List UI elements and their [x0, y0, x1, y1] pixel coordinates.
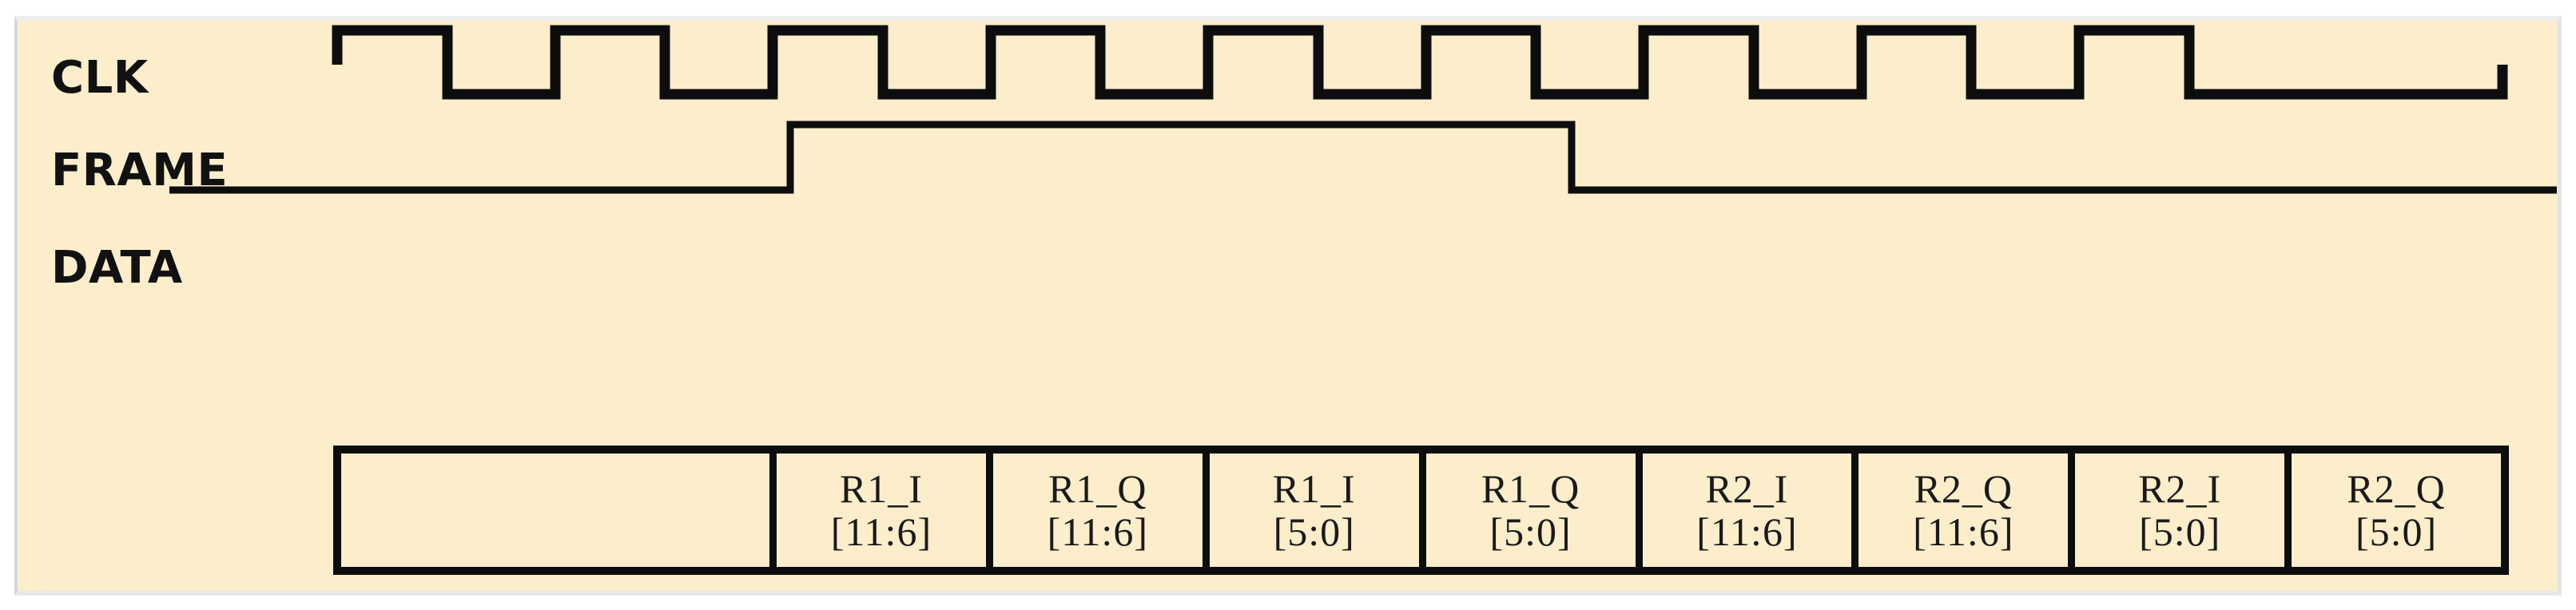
data-cell-bit-range: [5:0] [1489, 509, 1572, 554]
signal-label-data: DATA [51, 242, 183, 294]
clk-waveform-trace [332, 25, 2508, 100]
data-cell-signal-name: R1_I [839, 466, 923, 511]
data-cell: R2_Q[5:0] [2292, 454, 2501, 567]
data-cell-bit-range: [11:6] [830, 509, 932, 554]
data-cell-bit-range: [5:0] [1273, 509, 1355, 554]
data-bus-track: R1_I[11:6]R1_Q[11:6]R1_I[5:0]R1_Q[5:0]R2… [333, 446, 2509, 575]
data-cell-signal-name: R2_Q [2347, 466, 2446, 511]
data-cell: R2_Q[11:6] [1858, 454, 2076, 567]
data-cell: R1_Q[5:0] [1426, 454, 1643, 567]
data-cell-signal-name: R2_I [2138, 466, 2222, 511]
data-cell-bit-range: [11:6] [1696, 509, 1798, 554]
data-cell-bit-range: [11:6] [1913, 509, 2014, 554]
data-cell-signal-name: R1_Q [1048, 466, 1147, 511]
signal-label-clk: CLK [51, 52, 149, 104]
data-cell-bit-range: [5:0] [2139, 509, 2221, 554]
frame-waveform-trace [169, 121, 2557, 194]
data-cell-signal-name: R2_Q [1914, 466, 2013, 511]
data-cell: R2_I[11:6] [1643, 454, 1859, 567]
data-cell-signal-name: R1_Q [1481, 466, 1580, 511]
data-cell: R1_I[11:6] [777, 454, 993, 567]
data-cell: R2_I[5:0] [2075, 454, 2292, 567]
data-cell-bit-range: [11:6] [1047, 509, 1148, 554]
diagram-panel: CLK FRAME DATA R1_I[11:6]R1_Q[11:6]R1_I[… [14, 16, 2562, 596]
data-cell: R1_Q[11:6] [993, 454, 1210, 567]
data-cell: R1_I[5:0] [1210, 454, 1426, 567]
data-cell-idle [341, 454, 777, 567]
waveform-canvas [169, 25, 2557, 194]
signal-label-frame: FRAME [51, 145, 229, 196]
data-cell-signal-name: R2_I [1705, 466, 1789, 511]
data-cell-signal-name: R1_I [1272, 466, 1356, 511]
data-cell-bit-range: [5:0] [2355, 509, 2438, 554]
